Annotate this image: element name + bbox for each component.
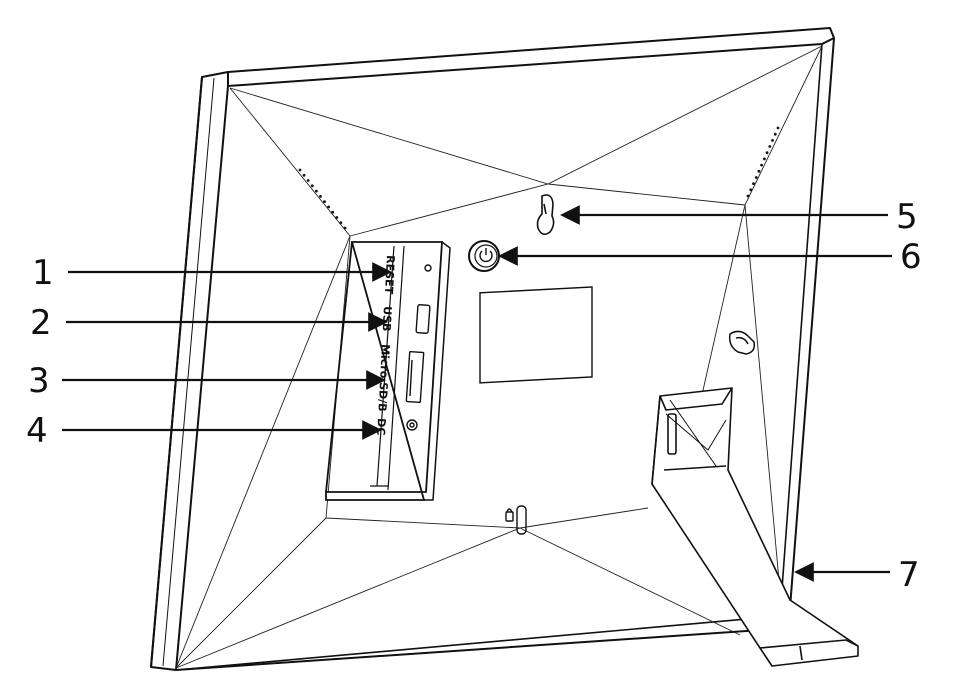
vent-dot [757,169,761,173]
label-area [479,286,593,384]
lock-switch [505,505,527,535]
vent-dot [768,145,772,148]
vent-dots [298,126,780,230]
vent-dot [776,126,780,130]
callout-1: 1 [32,253,54,293]
stand [651,387,859,667]
vent-dot [310,184,314,188]
dc-jack [406,419,418,431]
callout-arrows [62,205,892,582]
usb-port [415,304,431,334]
vent-dot [763,157,766,161]
vent-dot [773,132,777,136]
port-label-reset: RESET [382,255,397,295]
port-label-usb: USB [380,306,394,332]
callout-2: 2 [30,303,52,343]
vent-dot [339,221,343,225]
port-panel [325,241,451,501]
callout-7: 7 [898,555,920,595]
callout-5: 5 [896,197,918,237]
vent-dot [752,182,755,186]
port-hardware [405,264,432,431]
vent-dot [306,179,310,182]
port-label-dc: DC [374,418,388,436]
vent-dot [335,216,339,219]
callout-4: 4 [26,411,48,451]
vent-dot [319,195,322,198]
reset-hole [424,264,432,272]
callout-3: 3 [28,361,50,401]
vent-dot [315,189,318,193]
vent-dot [749,188,753,192]
vent-dot [765,151,769,155]
vent-dot [331,210,335,214]
vent-dot [323,200,326,204]
back-panel-facets [175,45,823,669]
vent-dot [327,205,330,209]
vent-dot [760,163,763,167]
vent-dot [746,194,750,198]
vent-dot [771,139,774,142]
callout-6: 6 [900,237,922,277]
microsd-slot [405,350,425,404]
vent-dot [298,168,302,172]
vent-dot [343,226,347,230]
vent-dot [302,173,306,177]
vent-dot [754,176,758,179]
callout-numbers: 1 2 3 4 5 6 7 [26,197,922,595]
wall-mount-keyhole [536,194,555,236]
stand-knob [728,330,756,355]
